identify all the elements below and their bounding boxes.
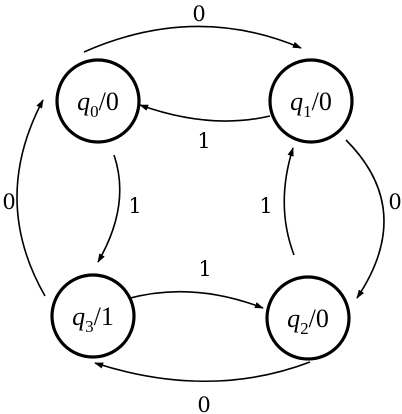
state-q2-index: 2 [300, 319, 309, 338]
edge-q2-to-q1 [283, 147, 295, 256]
edge-label-q0-to-q3: 1 [128, 194, 141, 218]
state-q3-name: q [72, 302, 85, 331]
state-q2: q2/0 [265, 275, 351, 361]
state-q1-name: q [290, 87, 303, 116]
state-q1-separator: / [312, 87, 320, 116]
edge-label-q0-to-q1: 0 [192, 2, 205, 26]
state-q0-separator: / [99, 87, 107, 116]
edge-q3-to-q0 [16, 99, 46, 297]
edge-q3-to-q2 [122, 290, 264, 309]
edge-label-q1-to-q0: 1 [197, 129, 210, 153]
svg-text:q0/0: q0/0 [77, 87, 119, 121]
edge-label-q3-to-q0: 0 [2, 190, 15, 214]
svg-text:q2/0: q2/0 [287, 304, 329, 338]
state-q3: q3/1 [50, 273, 136, 359]
state-q2-name: q [287, 304, 300, 333]
state-q3-separator: / [94, 302, 102, 331]
state-q1-output: 0 [319, 87, 332, 116]
svg-text:q1/0: q1/0 [290, 87, 332, 121]
edge-label-q2-to-q3: 0 [197, 393, 210, 414]
state-q1: q1/0 [268, 58, 354, 144]
edge-q0-to-q1 [83, 25, 302, 53]
edge-label-q3-to-q2: 1 [198, 257, 211, 281]
edge-q0-to-q3 [97, 154, 121, 263]
edge-label-q1-to-q2: 0 [388, 190, 401, 214]
state-q0-output: 0 [106, 87, 119, 116]
svg-text:q3/1: q3/1 [72, 302, 114, 336]
edge-label-q2-to-q1: 1 [259, 194, 272, 218]
edge-q1-to-q0 [139, 104, 271, 122]
state-q0-name: q [77, 87, 90, 116]
state-q3-output: 1 [101, 302, 114, 331]
state-q2-output: 0 [316, 304, 329, 333]
state-q3-index: 3 [85, 317, 94, 336]
state-q0-index: 0 [90, 102, 99, 121]
state-q2-separator: / [309, 304, 317, 333]
state-q1-index: 1 [303, 102, 312, 121]
state-q0: q0/0 [55, 58, 141, 144]
edge-q1-to-q2 [345, 139, 385, 299]
edge-q2-to-q3 [94, 361, 311, 382]
